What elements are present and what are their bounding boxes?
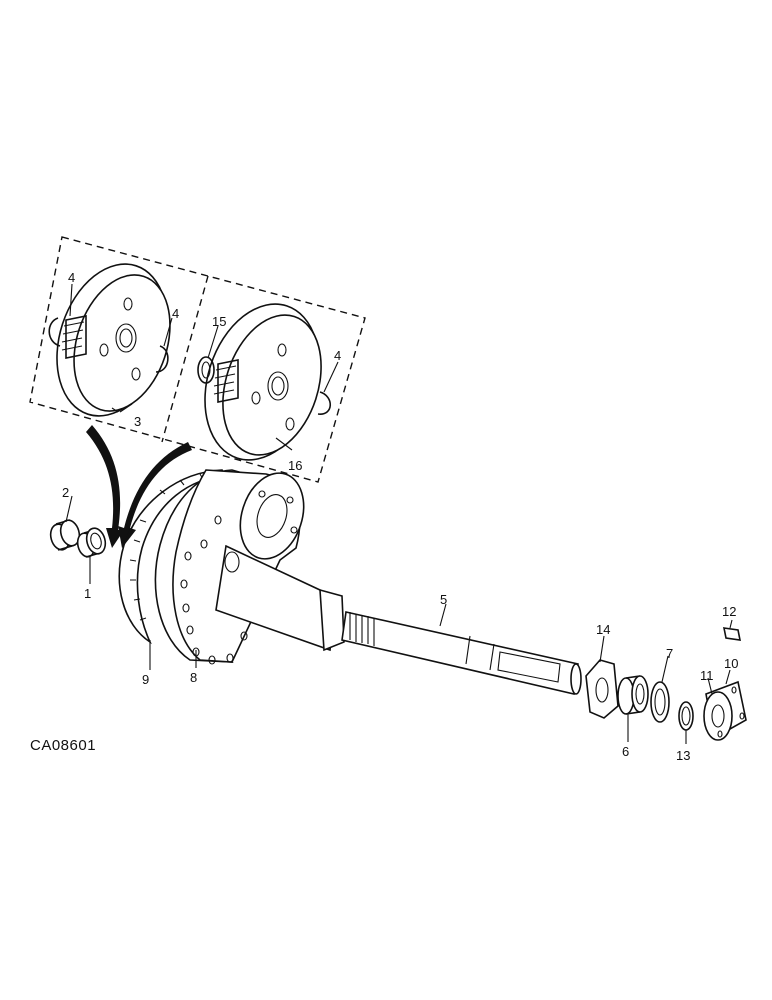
bearing-cup-7: [650, 681, 670, 723]
callout-2: 2: [62, 485, 69, 500]
callout-16: 16: [288, 458, 302, 473]
axle-housing-8: [154, 469, 345, 665]
snap-ring-13: [678, 701, 694, 731]
callout-6: 6: [622, 744, 629, 759]
bearing-6: [617, 675, 649, 715]
callout-4a: 4: [68, 270, 75, 285]
callouts: 2 1 3 4 4 15 4 16 9 8 5 14 6 7 13 11 10 …: [62, 270, 738, 763]
callout-12: 12: [722, 604, 736, 619]
snap-ring-4a: [48, 317, 61, 347]
callout-13: 13: [676, 748, 690, 763]
callout-1: 1: [84, 586, 91, 601]
callout-10: 10: [724, 656, 738, 671]
snap-ring-4c: [317, 391, 332, 415]
figure-code: CA08601: [30, 737, 96, 754]
hub-10: [703, 680, 747, 741]
assembly-arrow-left: [86, 425, 124, 548]
leader-lines: [65, 283, 733, 744]
callout-5: 5: [440, 592, 447, 607]
callout-3: 3: [134, 414, 141, 429]
callout-9: 9: [142, 672, 149, 687]
brake-drum-assembly-16: [204, 303, 322, 461]
key-12: [722, 627, 742, 641]
callout-14: 14: [596, 622, 610, 637]
callout-8: 8: [190, 670, 197, 685]
retainer-plate-14: [585, 659, 619, 719]
callout-4c: 4: [334, 348, 341, 363]
callout-7: 7: [666, 646, 673, 661]
thrust-washer-15: [197, 356, 215, 384]
brake-drum-assembly-3: [56, 263, 171, 417]
snap-ring-4b: [155, 345, 169, 373]
inset-dashed-box: [29, 236, 366, 483]
bearing-cup-2: [49, 519, 81, 551]
bearing-cone-1: [76, 527, 107, 558]
callout-11: 11: [700, 668, 714, 683]
callout-15: 15: [212, 314, 226, 329]
axle-shaft-5: [341, 611, 582, 695]
callout-4b: 4: [172, 306, 179, 321]
assembly-arrow-right: [118, 442, 192, 548]
